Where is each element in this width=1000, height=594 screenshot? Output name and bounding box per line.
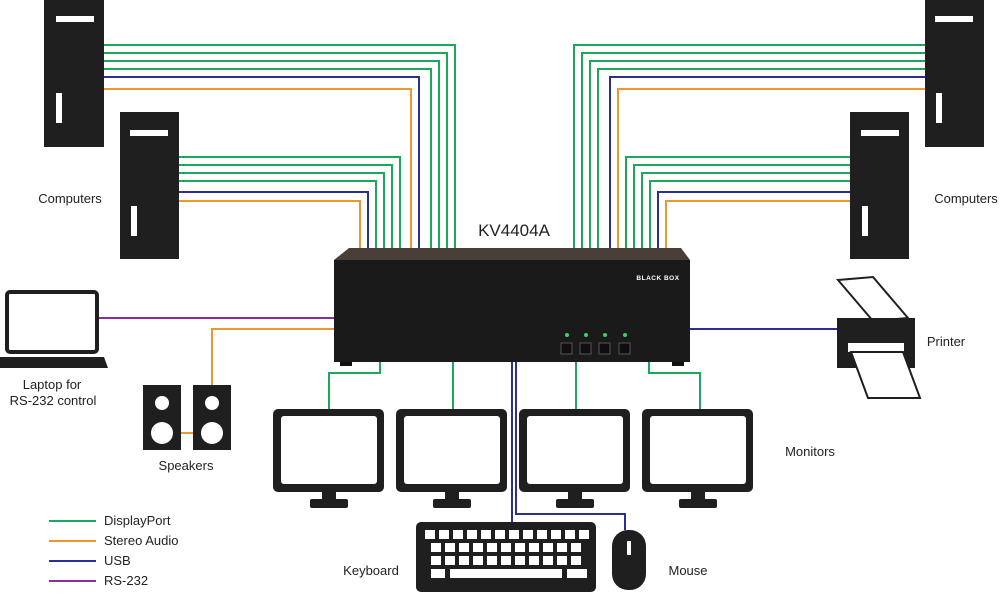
laptop-icon [0, 290, 108, 368]
computer-tower-right-back [925, 0, 984, 147]
cable-right-front-displayport-1 [633, 164, 850, 248]
cable-right-back-displayport-0 [573, 44, 925, 248]
cable-left-back-usb-4 [104, 76, 420, 248]
speakers-label: Speakers [159, 458, 214, 473]
cable-dp-monitor-1 [328, 362, 381, 409]
mouse-label: Mouse [668, 563, 707, 578]
cable-left-back-displayport-0 [104, 44, 456, 248]
legend-label-rs232: RS-232 [104, 573, 148, 588]
port-buttons [560, 333, 631, 355]
cable-right-front-displayport-3 [649, 180, 850, 248]
keyboard-icon [416, 522, 596, 592]
monitor-icon-1 [273, 409, 384, 508]
monitor-icon-2 [396, 409, 507, 508]
cable-right-front-usb-4 [657, 191, 850, 248]
computers-label-right: Computers [934, 191, 998, 206]
printer-label: Printer [927, 334, 966, 349]
legend-label-usb: USB [104, 553, 131, 568]
computers-label-left: Computers [38, 191, 102, 206]
monitors-label: Monitors [785, 444, 835, 459]
printer-icon [835, 275, 922, 399]
cable-left-back-displayport-2 [104, 60, 440, 248]
cable-right-front-audio-5 [665, 200, 850, 248]
cable-left-front-displayport-1 [179, 164, 393, 248]
cable-left-back-displayport-1 [104, 52, 448, 248]
computer-tower-right-front [850, 112, 909, 259]
cable-right-back-audio-5 [617, 88, 925, 248]
monitor-icon-3 [519, 409, 630, 508]
laptop-label-line1: Laptop for [23, 377, 82, 392]
computer-tower-left-back [44, 0, 104, 147]
cable-left-front-displayport-2 [179, 172, 385, 248]
cable-left-back-audio-5 [104, 88, 412, 248]
legend-label-stereo-audio: Stereo Audio [104, 533, 178, 548]
legend-label-displayport: DisplayPort [104, 513, 171, 528]
kvm-switch: BLACK BOX [334, 248, 690, 366]
cable-right-front-displayport-2 [641, 172, 850, 248]
cable-left-front-displayport-0 [179, 156, 401, 248]
device-model-label: KV4404A [478, 221, 550, 240]
cable-right-back-displayport-1 [581, 52, 925, 248]
cable-usb-mouse [515, 362, 626, 530]
cable-audio-speakers [211, 328, 334, 385]
mouse-icon [612, 530, 646, 590]
computer-tower-left-front [120, 112, 179, 259]
cable-left-front-displayport-3 [179, 180, 377, 248]
monitor-icon-4 [642, 409, 753, 508]
cable-right-back-displayport-3 [597, 68, 925, 248]
keyboard-label: Keyboard [343, 563, 399, 578]
cable-left-front-audio-5 [179, 200, 361, 248]
laptop-label-line2: RS-232 control [10, 393, 97, 408]
cable-right-back-displayport-2 [589, 60, 925, 248]
cable-right-front-displayport-0 [625, 156, 850, 248]
speakers-icon [143, 385, 231, 450]
cable-right-back-usb-4 [609, 76, 925, 248]
cable-dp-monitor-4 [648, 362, 701, 409]
brand-logo: BLACK BOX [636, 275, 679, 282]
cable-left-back-displayport-3 [104, 68, 432, 248]
cable-left-front-usb-4 [179, 191, 369, 248]
cables [97, 44, 925, 530]
legend: DisplayPort Stereo Audio USB RS-232 [49, 513, 178, 588]
